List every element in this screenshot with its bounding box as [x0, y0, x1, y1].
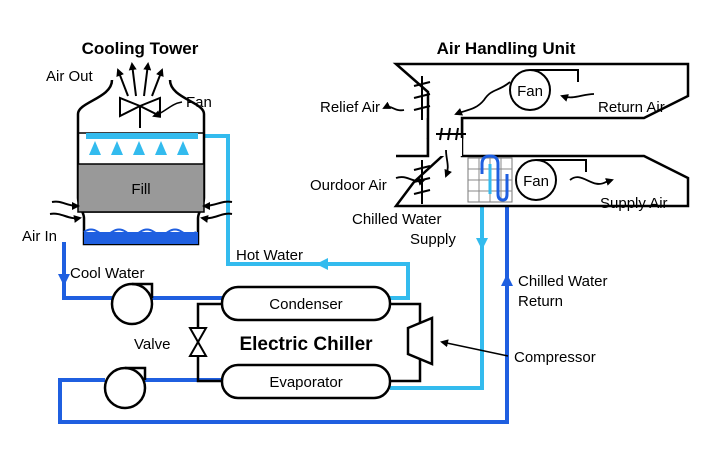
cool-water-label: Cool Water	[70, 265, 144, 282]
electric-chiller-title: Electric Chiller	[239, 334, 373, 355]
fill-media	[77, 163, 205, 213]
cooling-coil	[467, 154, 513, 203]
spray-nozzle	[89, 141, 101, 155]
air-out-arrows	[116, 62, 164, 97]
cooling-tower-title: Cooling Tower	[82, 39, 199, 58]
spray-nozzles	[89, 141, 189, 155]
relief-air-label: Relief Air	[320, 99, 380, 116]
fill-label: Fill	[131, 181, 150, 198]
chilled-water-pump-icon	[103, 366, 147, 410]
expansion-valve-icon	[188, 327, 208, 357]
spray-nozzle	[133, 141, 145, 155]
condenser-label: Condenser	[269, 296, 342, 313]
basin-wave	[83, 228, 197, 236]
return-air-label: Return Air	[598, 99, 665, 116]
ahu-title: Air Handling Unit	[437, 39, 576, 58]
chilled-water-return-label-2: Return	[518, 293, 563, 310]
air-in-label: Air In	[22, 228, 57, 245]
spray-nozzle	[111, 141, 123, 155]
ahu-airflow-arrows	[382, 81, 614, 186]
chilled-water-supply-label-1: Chilled Water	[352, 211, 441, 228]
spray-nozzle	[177, 141, 189, 155]
chilled-water-supply-label-2: Supply	[410, 231, 456, 248]
hot-water-label: Hot Water	[236, 247, 303, 264]
cool-water-pipe	[62, 242, 222, 300]
evaporator-label: Evaporator	[269, 374, 342, 391]
condenser-water-pump-icon	[110, 282, 154, 326]
air-in-arrows	[49, 200, 233, 223]
mixing-damper	[436, 127, 466, 141]
fan-label: Fan	[186, 94, 212, 111]
supply-fan-label: Fan	[523, 173, 549, 190]
outdoor-air-label: Ourdoor Air	[310, 177, 387, 194]
compressor-icon	[406, 316, 434, 366]
supply-fan-icon	[515, 159, 587, 201]
compressor-label: Compressor	[514, 349, 596, 366]
relief-damper	[413, 76, 431, 120]
spray-header	[86, 133, 198, 139]
basin-water	[84, 232, 198, 244]
spray-nozzle	[155, 141, 167, 155]
valve-label: Valve	[134, 336, 170, 353]
air-out-label: Air Out	[46, 68, 94, 85]
supply-air-label: Supply Air	[600, 195, 668, 212]
return-fan-label: Fan	[517, 83, 543, 100]
return-fan-icon	[509, 69, 579, 111]
chilled-water-return-label-1: Chilled Water	[518, 273, 607, 290]
compressor-leader-line	[440, 339, 509, 357]
fan-leader-arrow	[152, 101, 183, 118]
